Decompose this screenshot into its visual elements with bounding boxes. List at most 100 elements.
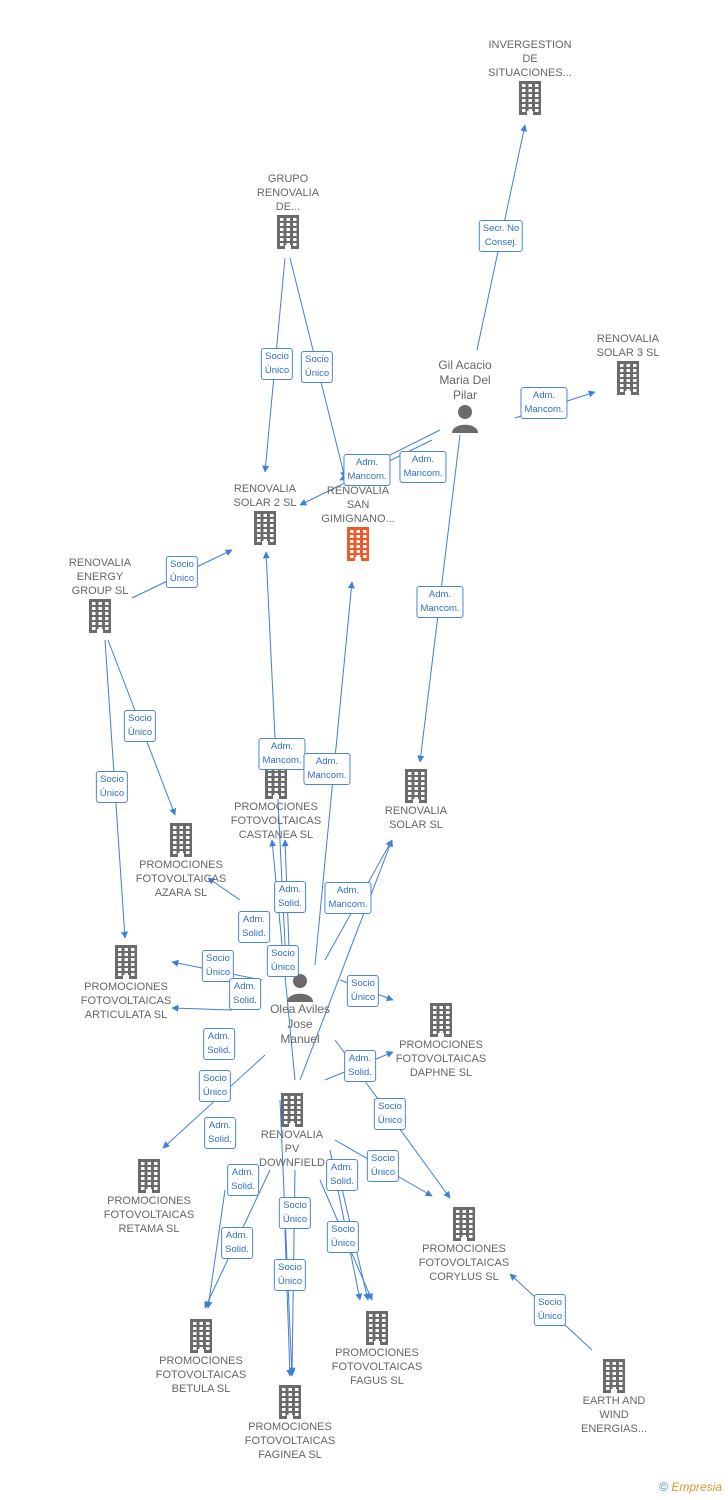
edge-label[interactable]: Socio Único [165, 556, 199, 588]
footer-brand[interactable]: © Empresia [659, 1480, 722, 1494]
edge-line [171, 1004, 233, 1012]
node-label: PROMOCIONES FOTOVOLTAICAS CASTANEA SL [230, 801, 322, 841]
edge-label[interactable]: Adm. Mancom. [399, 451, 447, 483]
edge-label[interactable]: Socio Único [273, 1259, 307, 1291]
edge-label[interactable]: Socio Único [266, 945, 300, 977]
node-label: RENOVALIA SAN GIMIGNANO... [321, 485, 395, 525]
edge-label[interactable]: Socio Único [123, 710, 157, 742]
node-solar3[interactable]: RENOVALIA SOLAR 3 SL [573, 332, 683, 396]
edge-label[interactable]: Adm. Mancom. [520, 387, 568, 419]
edge-label[interactable]: Adm. Solid. [227, 1164, 259, 1196]
node-solarsl[interactable]: RENOVALIA SOLAR SL [361, 768, 471, 832]
building-icon [115, 945, 137, 979]
node-articulata[interactable]: PROMOCIONES FOTOVOLTAICAS ARTICULATA SL [71, 944, 181, 1022]
node-label: PROMOCIONES FOTOVOLTAICAS FAGINEA SL [244, 1421, 336, 1461]
node-castanea[interactable]: PROMOCIONES FOTOVOLTAICAS CASTANEA SL [221, 764, 331, 842]
edge-label[interactable]: Adm. Solid. [204, 1117, 236, 1149]
edge-label[interactable]: Adm. Mancom. [258, 738, 306, 770]
node-energy[interactable]: RENOVALIA ENERGY GROUP SL [45, 556, 155, 634]
edge-line [279, 1099, 296, 1377]
node-earth[interactable]: EARTH AND WIND ENERGIAS... [559, 1358, 669, 1436]
edge-label[interactable]: Secr. No Consej. [478, 220, 524, 252]
edge-label[interactable]: Adm. Mancom. [303, 753, 351, 785]
edge-label[interactable]: Adm. Solid. [238, 911, 270, 943]
edge-label[interactable]: Socio Único [198, 1070, 232, 1102]
edge-label[interactable]: Socio Único [346, 975, 380, 1007]
building-icon [617, 361, 639, 395]
node-sangimignano[interactable]: RENOVALIA SAN GIMIGNANO... [303, 484, 413, 562]
edge-label[interactable]: Socio Único [278, 1197, 312, 1229]
node-daphne[interactable]: PROMOCIONES FOTOVOLTAICAS DAPHNE SL [386, 1002, 496, 1080]
node-label: PROMOCIONES FOTOVOLTAICAS BETULA SL [155, 1355, 247, 1395]
copyright-symbol: © [659, 1480, 668, 1494]
edge-line [205, 1189, 226, 1309]
node-label: PROMOCIONES FOTOVOLTAICAS ARTICULATA SL [80, 981, 172, 1021]
building-icon [89, 599, 111, 633]
edge-label[interactable]: Adm. Solid. [229, 978, 261, 1010]
node-invergestion[interactable]: INVERGESTION DE SITUACIONES... [475, 38, 585, 116]
node-label: RENOVALIA SOLAR 3 SL [596, 333, 660, 359]
edge-line [284, 1229, 294, 1377]
building-icon [265, 765, 287, 799]
building-icon [277, 215, 299, 249]
edge-label[interactable]: Adm. Solid. [344, 1050, 376, 1082]
node-fagus[interactable]: PROMOCIONES FOTOVOLTAICAS FAGUS SL [322, 1310, 432, 1388]
edge-label[interactable]: Adm. Mancom. [343, 454, 391, 486]
node-label: PROMOCIONES FOTOVOLTAICAS AZARA SL [135, 859, 227, 899]
edge-line [207, 877, 241, 901]
building-icon [603, 1359, 625, 1393]
building-icon [347, 527, 369, 561]
building-icon [281, 1093, 303, 1127]
edge-label[interactable]: Adm. Solid. [326, 1159, 358, 1191]
node-olea[interactable]: Olea Aviles Jose Manuel [245, 972, 355, 1047]
node-label: RENOVALIA ENERGY GROUP SL [68, 557, 132, 597]
building-icon [190, 1319, 212, 1353]
edge-label[interactable]: Socio Único [533, 1294, 567, 1326]
node-label: PROMOCIONES FOTOVOLTAICAS DAPHNE SL [395, 1039, 487, 1079]
node-azara[interactable]: PROMOCIONES FOTOVOLTAICAS AZARA SL [126, 822, 236, 900]
node-label: Gil Acacio Maria Del Pilar [438, 358, 492, 402]
node-label: RENOVALIA PV DOWNFIELD [259, 1129, 325, 1169]
node-faginea[interactable]: PROMOCIONES FOTOVOLTAICAS FAGINEA SL [235, 1384, 345, 1462]
building-icon [430, 1003, 452, 1037]
node-label: PROMOCIONES FOTOVOLTAICAS CORYLUS SL [418, 1243, 510, 1283]
edge-label[interactable]: Adm. Mancom. [416, 586, 464, 618]
node-solar2[interactable]: RENOVALIA SOLAR 2 SL [210, 482, 320, 546]
edge-label[interactable]: Socio Único [95, 771, 129, 803]
node-pvdownfield[interactable]: RENOVALIA PV DOWNFIELD [237, 1092, 347, 1170]
node-label: RENOVALIA SOLAR SL [384, 805, 448, 831]
edge-label[interactable]: Socio Único [373, 1098, 407, 1130]
building-icon [366, 1311, 388, 1345]
person-icon [287, 974, 313, 1002]
person-icon [452, 405, 478, 433]
building-icon [453, 1207, 475, 1241]
node-betula[interactable]: PROMOCIONES FOTOVOLTAICAS BETULA SL [146, 1318, 256, 1396]
building-icon [405, 769, 427, 803]
node-label: PROMOCIONES FOTOVOLTAICAS FAGUS SL [331, 1347, 423, 1387]
edge-label[interactable]: Adm. Solid. [221, 1227, 253, 1259]
node-label: RENOVALIA SOLAR 2 SL [233, 483, 297, 509]
node-label: EARTH AND WIND ENERGIAS... [580, 1395, 648, 1435]
building-icon [170, 823, 192, 857]
edge-label[interactable]: Adm. Mancom. [324, 882, 372, 914]
building-icon [138, 1159, 160, 1193]
edge-label[interactable]: Socio Único [201, 950, 235, 982]
brand-name: Empresia [671, 1480, 722, 1494]
building-icon [279, 1385, 301, 1419]
edge-line [299, 839, 394, 1081]
node-label: PROMOCIONES FOTOVOLTAICAS RETAMA SL [103, 1195, 195, 1235]
node-label: INVERGESTION DE SITUACIONES... [488, 39, 572, 79]
edge-label[interactable]: Socio Único [326, 1221, 360, 1253]
node-corylus[interactable]: PROMOCIONES FOTOVOLTAICAS CORYLUS SL [409, 1206, 519, 1284]
node-grupo[interactable]: GRUPO RENOVALIA DE... [233, 172, 343, 250]
node-gil[interactable]: Gil Acacio Maria Del Pilar [410, 358, 520, 433]
edge-label[interactable]: Socio Único [366, 1150, 400, 1182]
node-retama[interactable]: PROMOCIONES FOTOVOLTAICAS RETAMA SL [94, 1158, 204, 1236]
edge-label[interactable]: Socio Único [300, 351, 334, 383]
edge-label[interactable]: Socio Único [260, 348, 294, 380]
node-label: GRUPO RENOVALIA DE... [256, 173, 320, 213]
edge-label[interactable]: Adm. Solid. [274, 881, 306, 913]
edge-label[interactable]: Adm. Solid. [203, 1028, 235, 1060]
